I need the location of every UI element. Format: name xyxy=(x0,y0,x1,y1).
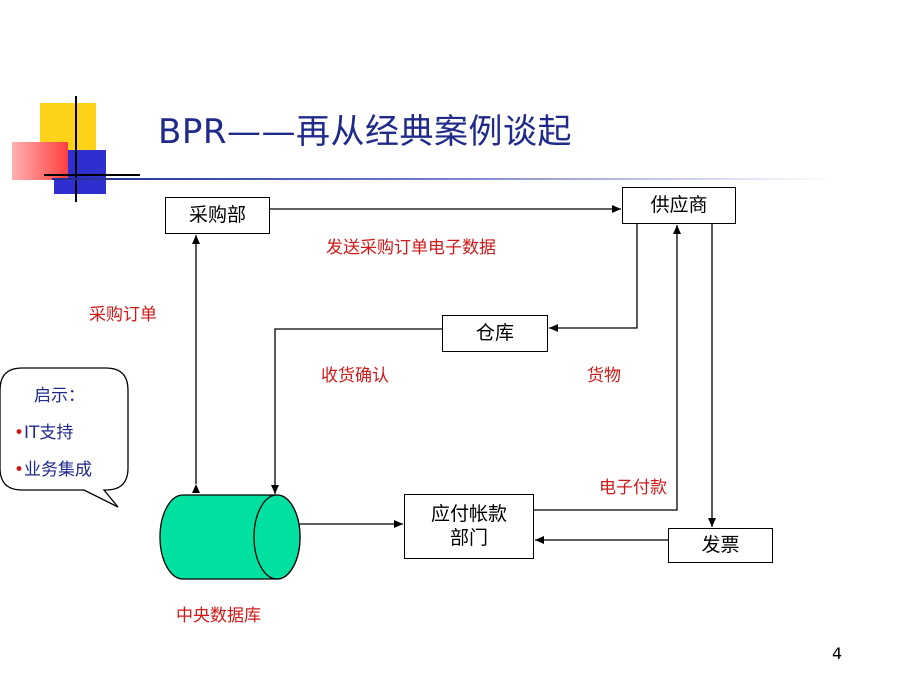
logo-red-square xyxy=(12,142,68,180)
title-underline xyxy=(52,178,832,180)
supplier-label: 供应商 xyxy=(650,193,708,216)
label-receipt-confirm: 收货确认 xyxy=(321,366,389,386)
logo-decoration xyxy=(0,0,140,205)
procurement-box: 采购部 xyxy=(165,197,270,234)
callout-bubble xyxy=(0,367,129,508)
label-send-po-data: 发送采购订单电子数据 xyxy=(326,238,496,258)
procurement-label: 采购部 xyxy=(188,203,246,226)
arrow-warehouse-to-database xyxy=(271,328,442,494)
accounts-payable-box: 应付帐款 部门 xyxy=(404,494,534,559)
invoice-box: 发票 xyxy=(668,528,773,563)
warehouse-box: 仓库 xyxy=(442,315,548,352)
database-cylinder xyxy=(159,494,301,580)
page-number: 4 xyxy=(832,644,843,663)
accounts-payable-label-line2: 部门 xyxy=(449,526,488,549)
bullet-icon: • xyxy=(14,460,25,480)
bullet-icon: • xyxy=(14,423,25,443)
label-goods: 货物 xyxy=(587,366,621,386)
warehouse-label: 仓库 xyxy=(475,321,514,344)
logo-vertical-line xyxy=(75,96,77,202)
logo-horizontal-line xyxy=(44,174,140,176)
callout-item-text: 业务集成 xyxy=(24,460,93,480)
accounts-payable-label-line1: 应付帐款 xyxy=(430,502,507,525)
label-e-payment: 电子付款 xyxy=(599,478,667,498)
callout-item-business-integration: •业务集成 xyxy=(14,455,92,480)
arrow-supplier-to-warehouse xyxy=(549,224,638,332)
invoice-label: 发票 xyxy=(701,533,740,556)
label-central-database: 中央数据库 xyxy=(176,606,261,626)
callout-item-text: IT支持 xyxy=(24,423,74,443)
slide-title: BPR——再从经典案例谈起 xyxy=(158,112,572,152)
callout-item-it-support: •IT支持 xyxy=(14,418,73,443)
supplier-box: 供应商 xyxy=(622,187,736,224)
callout-heading: 启示： xyxy=(34,386,85,406)
arrow-payable-to-supplier xyxy=(534,225,681,511)
label-purchase-order: 采购订单 xyxy=(89,305,157,325)
